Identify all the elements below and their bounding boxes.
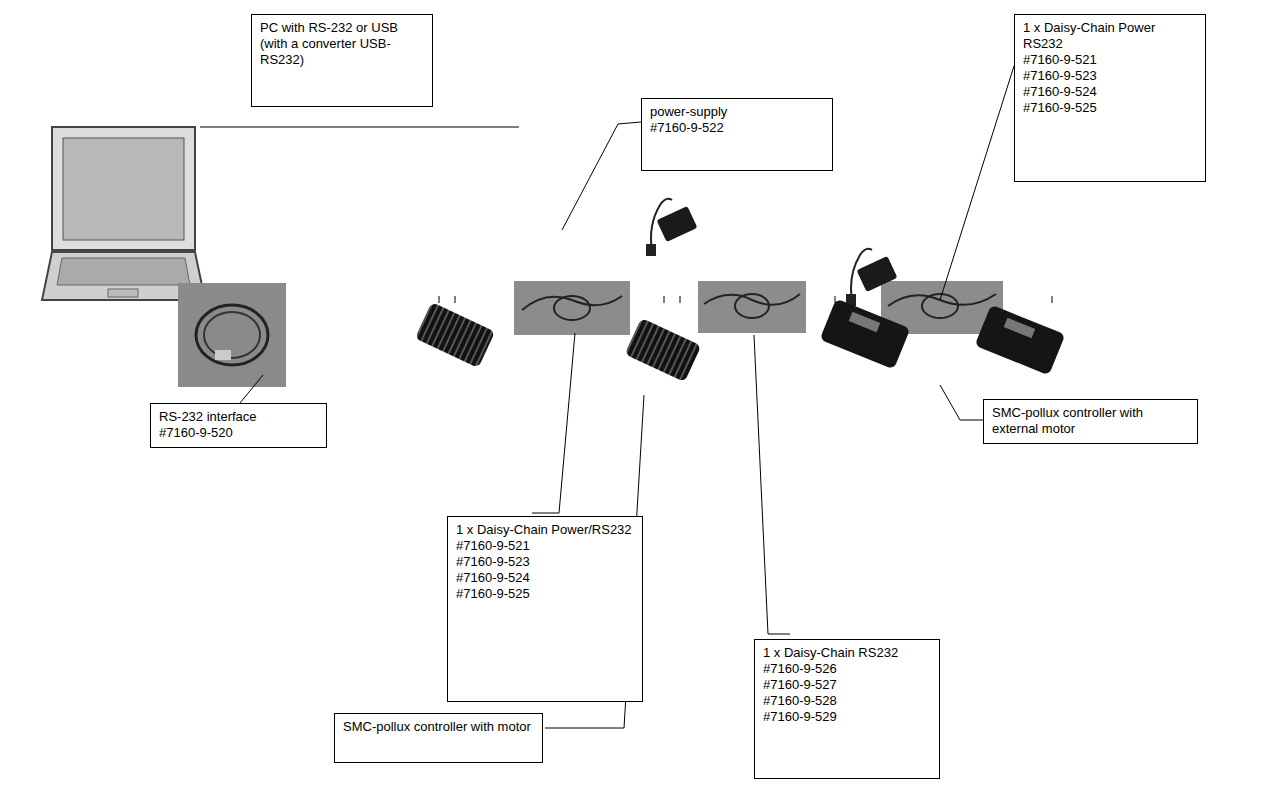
motor-body [415, 302, 495, 368]
cable-coil [922, 294, 958, 318]
part-number: #7160-9-521 [1023, 52, 1197, 68]
part-number: #7160-9-520 [159, 425, 318, 441]
laptop-lid [52, 127, 195, 250]
cable [704, 294, 800, 305]
photo-ground [698, 281, 806, 333]
leader-line [200, 127, 519, 128]
callout-text: 1 x Daisy-Chain Power/RS232 [456, 522, 634, 538]
leader-line [754, 335, 790, 634]
daisy-chain-callout: 1 x Daisy-Chain Power RS232#7160-9-521#7… [1014, 14, 1206, 182]
leader-line [940, 66, 1014, 300]
interface-callout: RS-232 interface#7160-9-520 [150, 403, 327, 448]
part-number: #7160-9-523 [1023, 68, 1197, 84]
external-motor-controller [975, 305, 1066, 376]
cable [522, 296, 622, 310]
label-plate [849, 312, 881, 333]
adapter [857, 256, 898, 292]
tick [835, 296, 836, 303]
part-number: #7160-9-524 [456, 570, 634, 586]
callout-text: PC with RS-232 or USB (with a converter … [260, 20, 424, 68]
cord [651, 199, 672, 250]
laptop-touchpad [108, 289, 138, 297]
laptop-keyboard [57, 258, 190, 285]
controller-body [820, 299, 911, 370]
callout-text: 1 x Daisy-Chain RS232 [763, 645, 931, 661]
controller-body [975, 305, 1066, 376]
cord [851, 249, 872, 300]
tick-marks [439, 296, 1052, 303]
pc-callout: PC with RS-232 or USB (with a converter … [251, 14, 433, 107]
power-supply-icon [646, 199, 697, 256]
cable [888, 294, 996, 306]
leader-line [240, 375, 263, 403]
laptop-screen [63, 138, 184, 240]
callout-text: power-supply [650, 104, 824, 120]
cable-coil [196, 305, 268, 365]
part-number: #7160-9-526 [763, 661, 931, 677]
tick [455, 296, 456, 303]
daisy-chain-callout: 1 x Daisy-Chain Power/RS232#7160-9-521#7… [447, 516, 643, 702]
tick [1052, 296, 1053, 303]
label-plate [1004, 318, 1036, 339]
motor-controller [625, 318, 702, 382]
part-number: #7160-9-528 [763, 693, 931, 709]
tick [439, 296, 440, 303]
plug [646, 244, 656, 256]
part-number: #7160-9-527 [763, 677, 931, 693]
leader-lines [200, 66, 1014, 728]
part-number: #7160-9-523 [456, 554, 634, 570]
callout-text: RS-232 interface [159, 409, 318, 425]
tick [664, 296, 665, 303]
power-supply-callout: power-supply#7160-9-522 [641, 98, 833, 171]
leader-line [562, 122, 641, 230]
daisy-chain-cable-photo [514, 281, 630, 335]
connector [215, 350, 231, 360]
laptop [42, 127, 205, 300]
leader-line [940, 385, 983, 420]
motor-body [625, 318, 702, 382]
motor-controller [415, 302, 495, 368]
power-supply-icon [846, 249, 897, 306]
callout-text: SMC-pollux controller with external moto… [992, 405, 1189, 437]
tick [680, 296, 681, 303]
photo-ground [178, 283, 286, 387]
cable-coil [735, 294, 769, 318]
part-number: #7160-9-525 [1023, 100, 1197, 116]
cable-coil [554, 296, 590, 320]
external-motor-controller [820, 299, 911, 370]
adapter [657, 206, 698, 242]
part-number: #7160-9-524 [1023, 84, 1197, 100]
part-number: #7160-9-522 [650, 120, 824, 136]
daisy-chain-cable-photo [698, 281, 806, 333]
part-number: #7160-9-525 [456, 586, 634, 602]
daisy-chain-callout: 1 x Daisy-Chain RS232#7160-9-526#7160-9-… [754, 639, 940, 779]
leader-line [532, 333, 575, 513]
callout-text: 1 x Daisy-Chain Power RS232 [1023, 20, 1197, 52]
cable-coil [204, 312, 260, 358]
part-number: #7160-9-521 [456, 538, 634, 554]
callout-text: SMC-pollux controller with motor [343, 719, 534, 735]
controller-callout: SMC-pollux controller with motor [334, 713, 543, 763]
part-number: #7160-9-529 [763, 709, 931, 725]
photo-ground [514, 281, 630, 335]
rs232-cable-photo [178, 283, 286, 387]
controller-callout: SMC-pollux controller with external moto… [983, 399, 1198, 444]
